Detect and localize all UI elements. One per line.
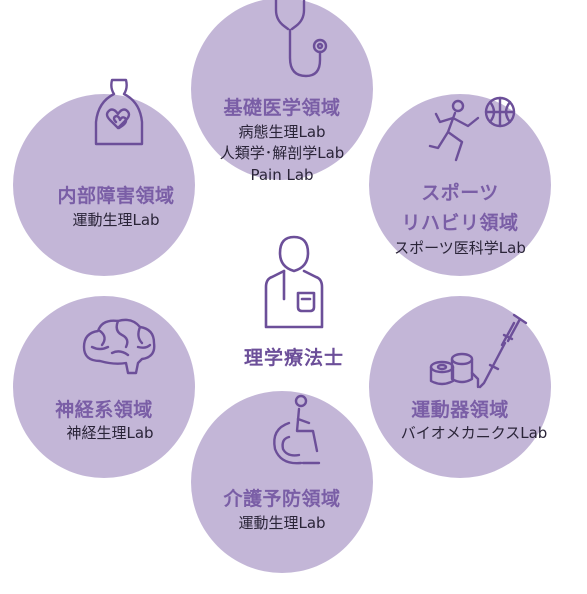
- circle-basic-medicine: [191, 0, 373, 180]
- musculoskeletal-title: 運動器領域: [411, 399, 509, 421]
- center-label: 理学療法士: [243, 347, 345, 369]
- basic-medicine-lab-2: 人類学･解剖学Lab: [219, 144, 345, 162]
- circle-internal-disorders: [13, 94, 195, 276]
- circle-sports-rehab: [369, 94, 551, 276]
- internal-disorders-title: 内部障害領域: [57, 185, 175, 207]
- circle-neurology: [13, 296, 195, 478]
- brain-icon: [80, 317, 158, 377]
- care-prevention-title: 介護予防領域: [223, 488, 341, 510]
- neurology-title: 神経系領域: [55, 399, 153, 421]
- stethoscope-icon: [262, 0, 332, 82]
- neurology-lab-1: 神経生理Lab: [66, 424, 154, 442]
- basic-medicine-lab-3: Pain Lab: [250, 166, 314, 184]
- circle-care-prevention: [191, 391, 373, 573]
- sports-rehab-title-line1: スポーツ: [421, 182, 499, 204]
- internal-disorders-lab-1: 運動生理Lab: [72, 211, 160, 229]
- runner-basketball-icon: [428, 96, 524, 168]
- basic-medicine-title: 基礎医学領域: [223, 97, 341, 119]
- sports-rehab-title-line2: リハビリ領域: [401, 212, 519, 234]
- wheelchair-icon: [263, 393, 323, 469]
- care-prevention-lab-1: 運動生理Lab: [238, 514, 326, 532]
- musculoskeletal-lab-1: バイオメカニクスLab: [400, 424, 548, 442]
- sports-rehab-lab-1: スポーツ医科学Lab: [394, 239, 526, 257]
- heart-torso-icon: [92, 78, 146, 148]
- basic-medicine-lab-1: 病態生理Lab: [238, 123, 326, 141]
- circle-musculoskeletal: [369, 296, 551, 478]
- crutch-bandage-icon: [428, 313, 528, 389]
- therapist-icon: [262, 233, 326, 331]
